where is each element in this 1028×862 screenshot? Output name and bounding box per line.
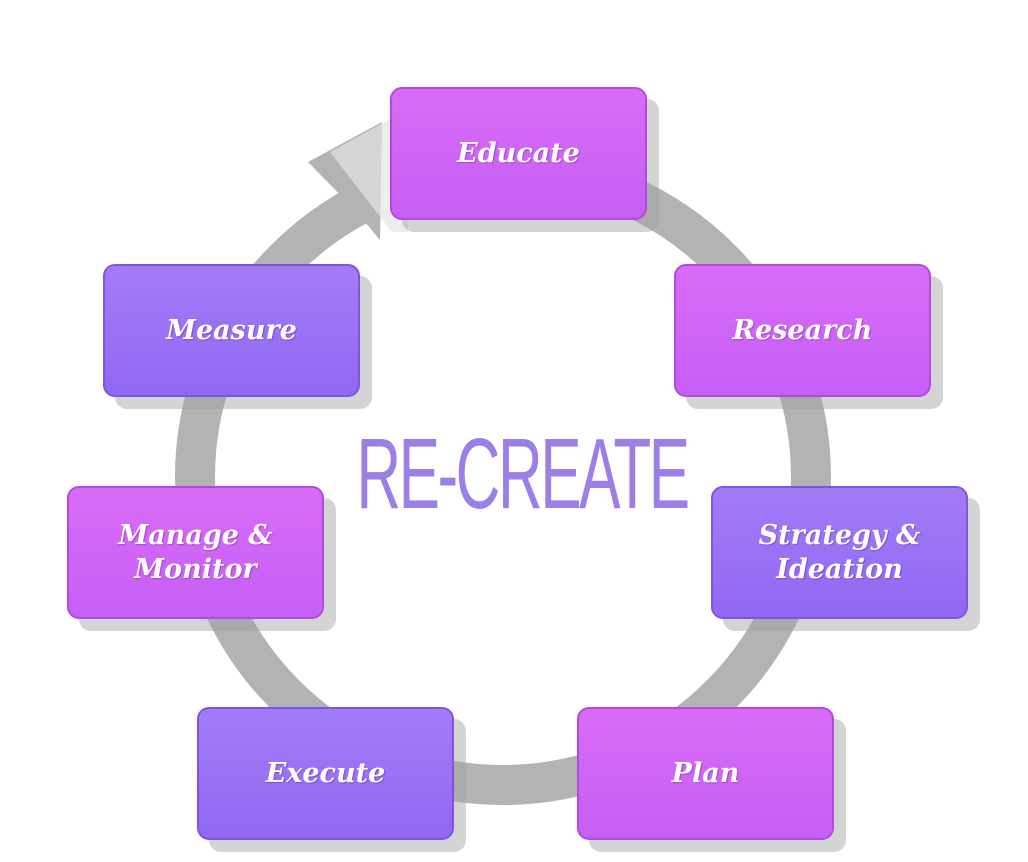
step-plan-label: Plan bbox=[671, 757, 740, 789]
step-execute[interactable]: Execute bbox=[197, 707, 454, 840]
step-strategy-ideation[interactable]: Strategy & Ideation bbox=[711, 486, 968, 619]
step-measure-label: Measure bbox=[166, 314, 297, 346]
step-strategy-ideation-label: Strategy & Ideation bbox=[758, 519, 921, 585]
step-measure[interactable]: Measure bbox=[103, 264, 360, 397]
center-title: RE-CREATE bbox=[356, 418, 690, 530]
step-research[interactable]: Research bbox=[674, 264, 931, 397]
cycle-arrow-shadow bbox=[330, 118, 408, 232]
step-manage-monitor[interactable]: Manage & Monitor bbox=[67, 486, 324, 619]
step-educate[interactable]: Educate bbox=[390, 87, 647, 220]
step-plan[interactable]: Plan bbox=[577, 707, 834, 840]
step-research-label: Research bbox=[732, 314, 873, 346]
step-execute-label: Execute bbox=[265, 757, 386, 789]
step-educate-label: Educate bbox=[457, 137, 580, 169]
step-manage-monitor-label: Manage & Monitor bbox=[118, 519, 273, 585]
